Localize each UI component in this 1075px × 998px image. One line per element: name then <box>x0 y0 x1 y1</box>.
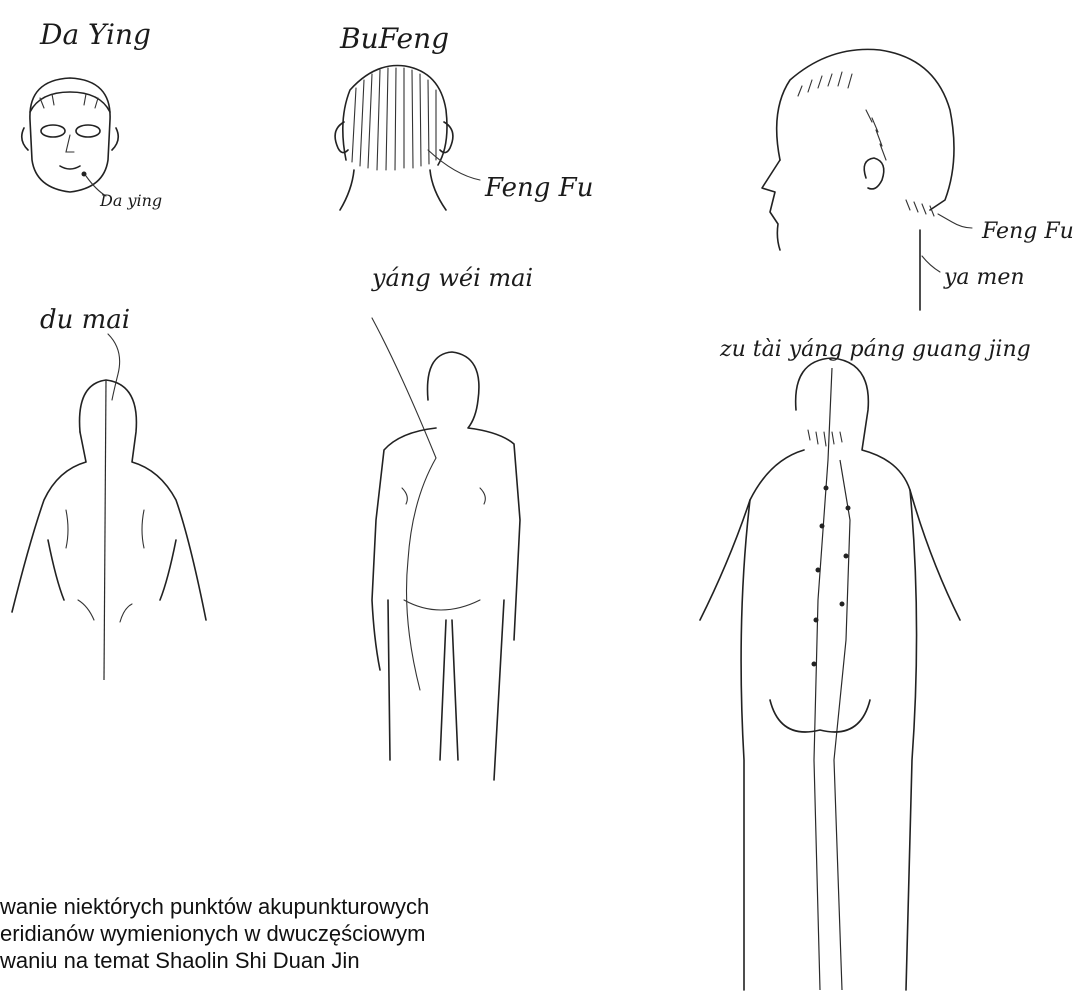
zu-tai-yang-figure: zu tài yáng páng guang jing <box>700 337 1031 990</box>
bu-feng-title: BuFeng <box>339 22 449 55</box>
feng-fu-side-label: Feng Fu <box>981 219 1074 244</box>
yang-wei-mai-label: yáng wéi mai <box>371 264 533 292</box>
feng-fu-back-label: Feng Fu <box>484 173 593 203</box>
caption-line-2: eridianów wymienionych w dwuczęściowym <box>0 920 420 947</box>
da-ying-face-figure: Da Ying Da ying <box>22 18 162 210</box>
da-ying-point-label: Da ying <box>99 191 162 210</box>
caption: wanie niektórych punktów akupunkturowych… <box>0 893 420 974</box>
da-ying-title: Da Ying <box>39 18 151 51</box>
caption-line-1: wanie niektórych punktów akupunkturowych <box>0 893 420 920</box>
du-mai-label: du mai <box>40 305 130 335</box>
side-head-figure: Feng Fu ya men <box>762 49 1074 310</box>
ya-men-label: ya men <box>943 265 1025 290</box>
caption-line-3: waniu na temat Shaolin Shi Duan Jin <box>0 947 420 974</box>
zu-tai-yang-label: zu tài yáng páng guang jing <box>719 337 1031 362</box>
du-mai-figure: du mai <box>12 305 206 680</box>
yang-wei-mai-figure: yáng wéi mai <box>371 264 533 780</box>
bu-feng-head-figure: BuFeng Feng Fu <box>335 22 593 210</box>
